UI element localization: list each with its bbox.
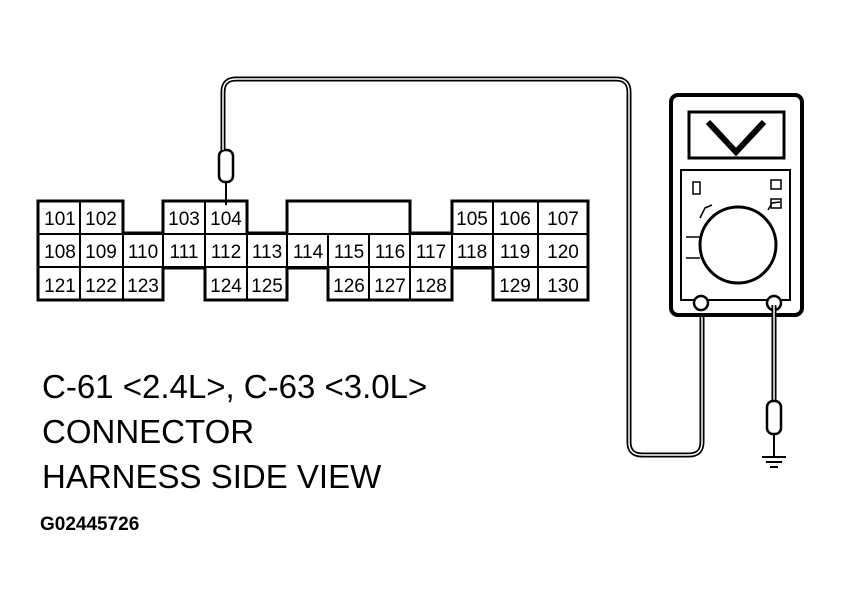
figure-id: G02445726 bbox=[40, 514, 140, 535]
pin-127: 127 bbox=[374, 276, 406, 297]
connector-body bbox=[36, 199, 590, 302]
connector-pin-labels: 101 102 103 104 105 106 107 108 109 110 … bbox=[44, 209, 579, 297]
caption-view: HARNESS SIDE VIEW bbox=[42, 458, 382, 495]
ground-probe-icon bbox=[765, 399, 783, 436]
connector-cell-dividers bbox=[79, 201, 539, 300]
pin-103: 103 bbox=[168, 209, 200, 230]
pin-123: 123 bbox=[127, 276, 159, 297]
pin-101: 101 bbox=[44, 209, 76, 230]
pin-109: 109 bbox=[85, 242, 117, 263]
pin-114: 114 bbox=[293, 242, 324, 263]
pin-104: 104 bbox=[210, 209, 242, 230]
pin-115: 115 bbox=[334, 242, 364, 263]
pin-120: 120 bbox=[547, 242, 579, 263]
test-probe-icon bbox=[217, 148, 235, 205]
pin-128: 128 bbox=[415, 276, 447, 297]
test-lead-wire-inner bbox=[222, 78, 703, 456]
pin-113: 113 bbox=[252, 242, 282, 263]
ground-icon bbox=[762, 456, 786, 468]
caption-connector: CONNECTOR bbox=[42, 413, 255, 450]
pin-129: 129 bbox=[499, 276, 531, 297]
pin-119: 119 bbox=[500, 242, 530, 263]
pin-121: 121 bbox=[44, 276, 76, 297]
pin-118: 118 bbox=[457, 242, 487, 263]
volt-symbol-icon bbox=[705, 119, 767, 157]
pin-122: 122 bbox=[85, 276, 117, 297]
pin-111: 111 bbox=[170, 242, 199, 263]
pin-125: 125 bbox=[251, 276, 283, 297]
pin-102: 102 bbox=[85, 209, 117, 230]
pin-108: 108 bbox=[44, 242, 76, 263]
caption-connector-id: C-61 <2.4L>, C-63 <3.0L> bbox=[42, 368, 428, 405]
pin-130: 130 bbox=[547, 276, 579, 297]
meter-jack-positive bbox=[692, 294, 710, 312]
pin-105: 105 bbox=[456, 209, 488, 230]
pin-117: 117 bbox=[416, 242, 446, 263]
ground-lead bbox=[765, 305, 783, 456]
pin-116: 116 bbox=[375, 242, 405, 263]
voltmeter-icon bbox=[669, 93, 804, 317]
rotary-dial-icon bbox=[698, 205, 778, 285]
pin-107: 107 bbox=[547, 209, 579, 230]
pin-110: 110 bbox=[128, 242, 158, 263]
pin-126: 126 bbox=[333, 276, 365, 297]
pin-124: 124 bbox=[210, 276, 242, 297]
pin-106: 106 bbox=[499, 209, 531, 230]
pin-112: 112 bbox=[211, 242, 241, 263]
